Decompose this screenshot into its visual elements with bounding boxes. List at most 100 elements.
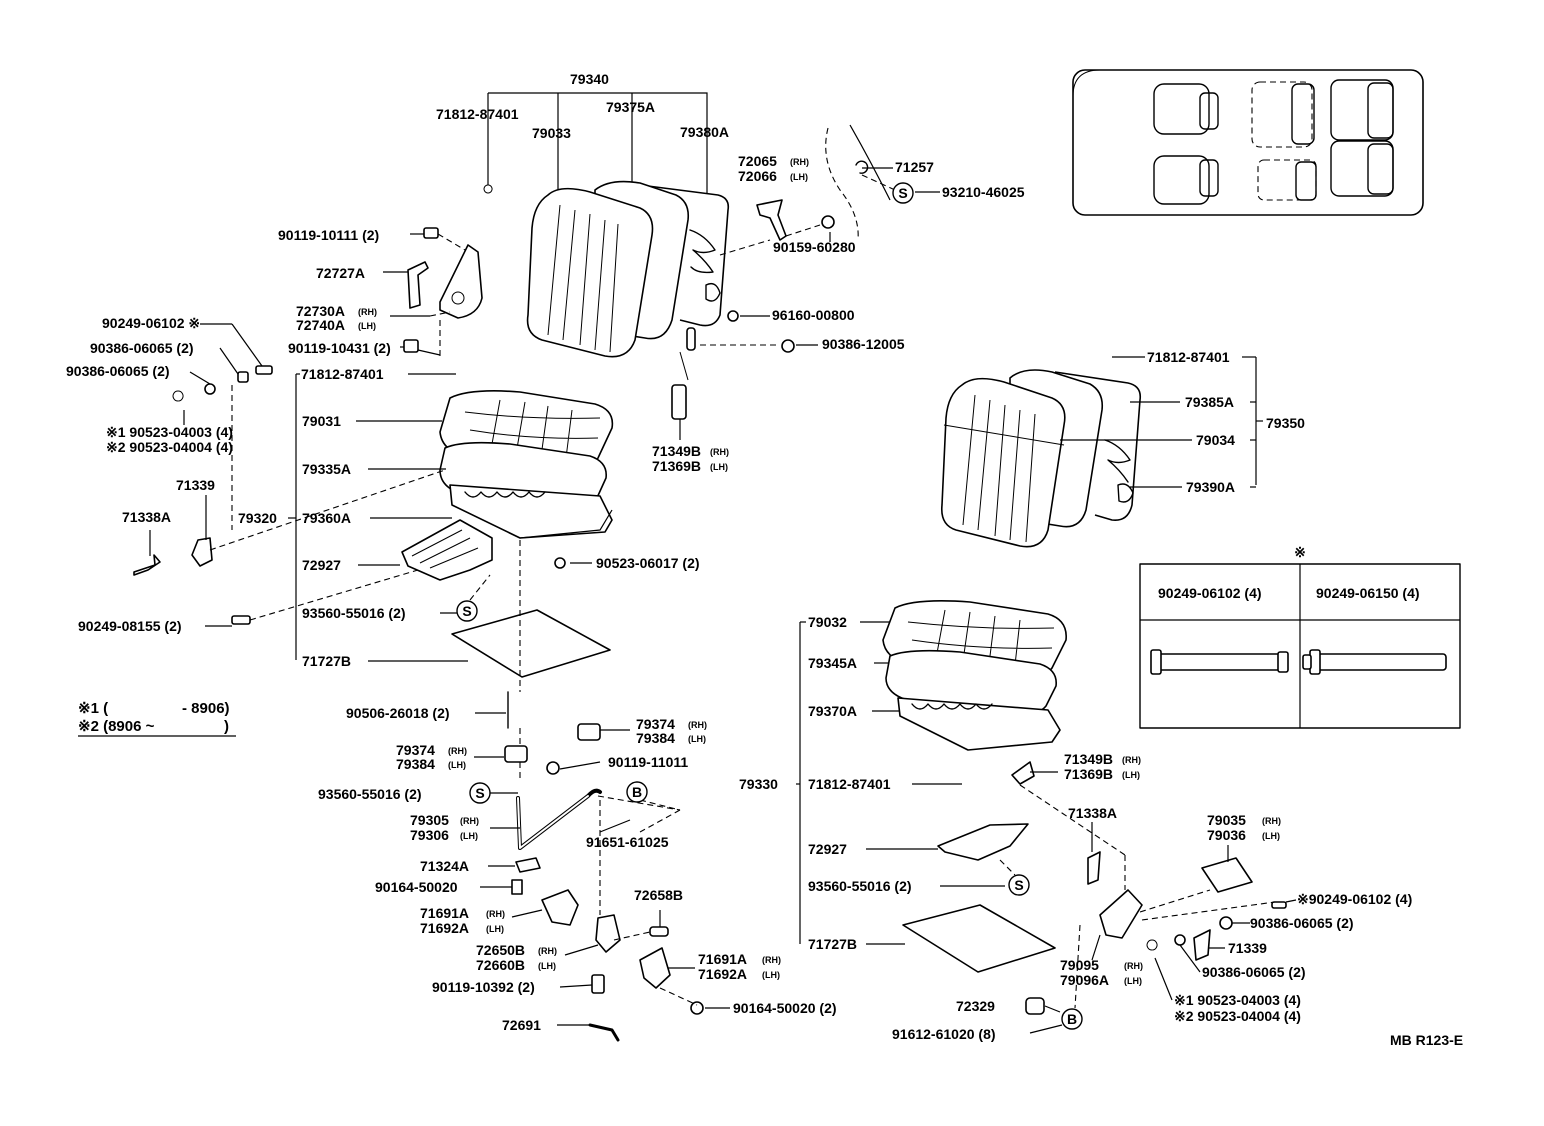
label-71812-top: 71812-87401	[436, 106, 519, 122]
label-71812-left: 71812-87401	[301, 366, 384, 382]
label-72727A: 72727A	[316, 265, 365, 281]
svg-text:(RH): (RH)	[710, 447, 729, 457]
label-91612: 91612-61020 (8)	[892, 1026, 996, 1042]
label-93560-left-2: 93560-55016 (2)	[318, 786, 422, 802]
label-90164-50020-a: 90164-50020	[375, 879, 458, 895]
badge-b-1: B	[626, 781, 648, 803]
label-72065: 72065	[738, 153, 777, 169]
label-90523-04003-left: ※1 90523-04003 (4)	[106, 424, 233, 440]
label-71369B-bottom: 71369B	[1064, 766, 1113, 782]
svg-text:(RH): (RH)	[762, 955, 781, 965]
svg-text:(RH): (RH)	[790, 157, 809, 167]
svg-text:(RH): (RH)	[486, 909, 505, 919]
svg-text:(LH): (LH)	[790, 172, 808, 182]
svg-text:(LH): (LH)	[538, 961, 556, 971]
label-72066: 72066	[738, 168, 777, 184]
label-91651: 91651-61025	[586, 834, 669, 850]
svg-text:(RH): (RH)	[688, 720, 707, 730]
label-79374-b: 79374	[396, 742, 435, 758]
label-79330: 79330	[739, 776, 778, 792]
svg-text:(RH): (RH)	[538, 946, 557, 956]
svg-text:S: S	[1014, 877, 1023, 893]
label-72730A: 72730A	[296, 303, 345, 319]
label-71369B-top: 71369B	[652, 458, 701, 474]
label-79305: 79305	[410, 812, 449, 828]
label-79036: 79036	[1207, 827, 1246, 843]
label-72927-left: 72927	[302, 557, 341, 573]
label-90119-11011: 90119-11011	[608, 754, 688, 770]
svg-text:S: S	[462, 603, 471, 619]
label-90119-10392: 90119-10392 (2)	[432, 979, 535, 995]
label-79306: 79306	[410, 827, 449, 843]
label-93560-left-1: 93560-55016 (2)	[302, 605, 406, 621]
label-71692A-a: 71692A	[420, 920, 469, 936]
svg-text:(RH): (RH)	[460, 816, 479, 826]
front-seat-back-assembly	[483, 92, 730, 358]
label-79096A: 79096A	[1060, 972, 1109, 988]
label-79340: 79340	[570, 71, 609, 87]
label-71692A-b: 71692A	[698, 966, 747, 982]
label-71812-right: 71812-87401	[1147, 349, 1230, 365]
label-71691A-b: 71691A	[698, 951, 747, 967]
label-72650B: 72650B	[476, 942, 525, 958]
label-90164-50020-b: 90164-50020 (2)	[733, 1000, 837, 1016]
sheet-code: MB R123-E	[1390, 1032, 1463, 1048]
label-90386-06065-c: 90386-06065 (2)	[1250, 915, 1354, 931]
label-90523-06017: 90523-06017 (2)	[596, 555, 700, 571]
label-90523-04003-right: ※1 90523-04003 (4)	[1174, 992, 1301, 1008]
label-90386-12005: 90386-12005	[822, 336, 905, 352]
label-72660B: 72660B	[476, 957, 525, 973]
label-79033: 79033	[532, 125, 571, 141]
label-79034: 79034	[1196, 432, 1235, 448]
label-79384-a: 79384	[636, 730, 675, 746]
label-79380A: 79380A	[680, 124, 729, 140]
table-col1-header: 90249-06102 (4)	[1158, 585, 1262, 601]
svg-text:B: B	[632, 784, 642, 800]
part-labels: 79340 71812-87401 79375A 79033 79380A 72…	[66, 71, 1463, 1048]
table-note-mark: ※	[1294, 544, 1306, 560]
badge-s-3: S	[469, 782, 491, 804]
label-71338A-left: 71338A	[122, 509, 171, 525]
badge-b-2: B	[1061, 1008, 1083, 1030]
label-90249-06102-left: 90249-06102 ※	[102, 315, 200, 331]
label-90386-06065-b: 90386-06065 (2)	[66, 363, 170, 379]
label-71349B-top: 71349B	[652, 443, 701, 459]
label-71339-left: 71339	[176, 477, 215, 493]
label-71339-right: 71339	[1228, 940, 1267, 956]
label-72927-right: 72927	[808, 841, 847, 857]
label-90249-08155: 90249-08155 (2)	[78, 618, 182, 634]
label-90523-04004-left: ※2 90523-04004 (4)	[106, 439, 233, 455]
badge-s-1: S	[892, 182, 914, 204]
svg-text:S: S	[898, 185, 907, 201]
vehicle-locator-inset	[1072, 69, 1424, 216]
label-72329: 72329	[956, 998, 995, 1014]
label-71727B-right: 71727B	[808, 936, 857, 952]
label-79384-b: 79384	[396, 756, 435, 772]
label-90523-04004-right: ※2 90523-04004 (4)	[1174, 1008, 1301, 1024]
label-71257: 71257	[895, 159, 934, 175]
label-79335A: 79335A	[302, 461, 351, 477]
label-71349B-bottom: 71349B	[1064, 751, 1113, 767]
label-79375A: 79375A	[606, 99, 655, 115]
label-71691A-a: 71691A	[420, 905, 469, 921]
label-72658B: 72658B	[634, 887, 683, 903]
leader-lines	[149, 124, 1297, 1034]
svg-text:(RH): (RH)	[1124, 961, 1143, 971]
svg-text:(LH): (LH)	[1124, 976, 1142, 986]
legend-row2-end: )	[224, 718, 229, 735]
svg-text:(LH): (LH)	[762, 970, 780, 980]
svg-text:(RH): (RH)	[358, 307, 377, 317]
label-79360A: 79360A	[302, 510, 351, 526]
front-seat-cushion-assembly	[288, 374, 614, 678]
label-93210: 93210-46025	[942, 184, 1025, 200]
label-90119-10111: 90119-10111 (2)	[278, 227, 379, 243]
label-90119-10431: 90119-10431 (2)	[288, 340, 391, 356]
svg-text:(LH): (LH)	[448, 760, 466, 770]
table-col2-header: 90249-06150 (4)	[1316, 585, 1420, 601]
bolt-spec-table: ※ 90249-06102 (4) 90249-06150 (4)	[1139, 544, 1461, 729]
label-90249-06102-right: ※90249-06102 (4)	[1297, 891, 1412, 907]
label-79035: 79035	[1207, 812, 1246, 828]
label-71727B-left: 71727B	[302, 653, 351, 669]
label-79031: 79031	[302, 413, 341, 429]
